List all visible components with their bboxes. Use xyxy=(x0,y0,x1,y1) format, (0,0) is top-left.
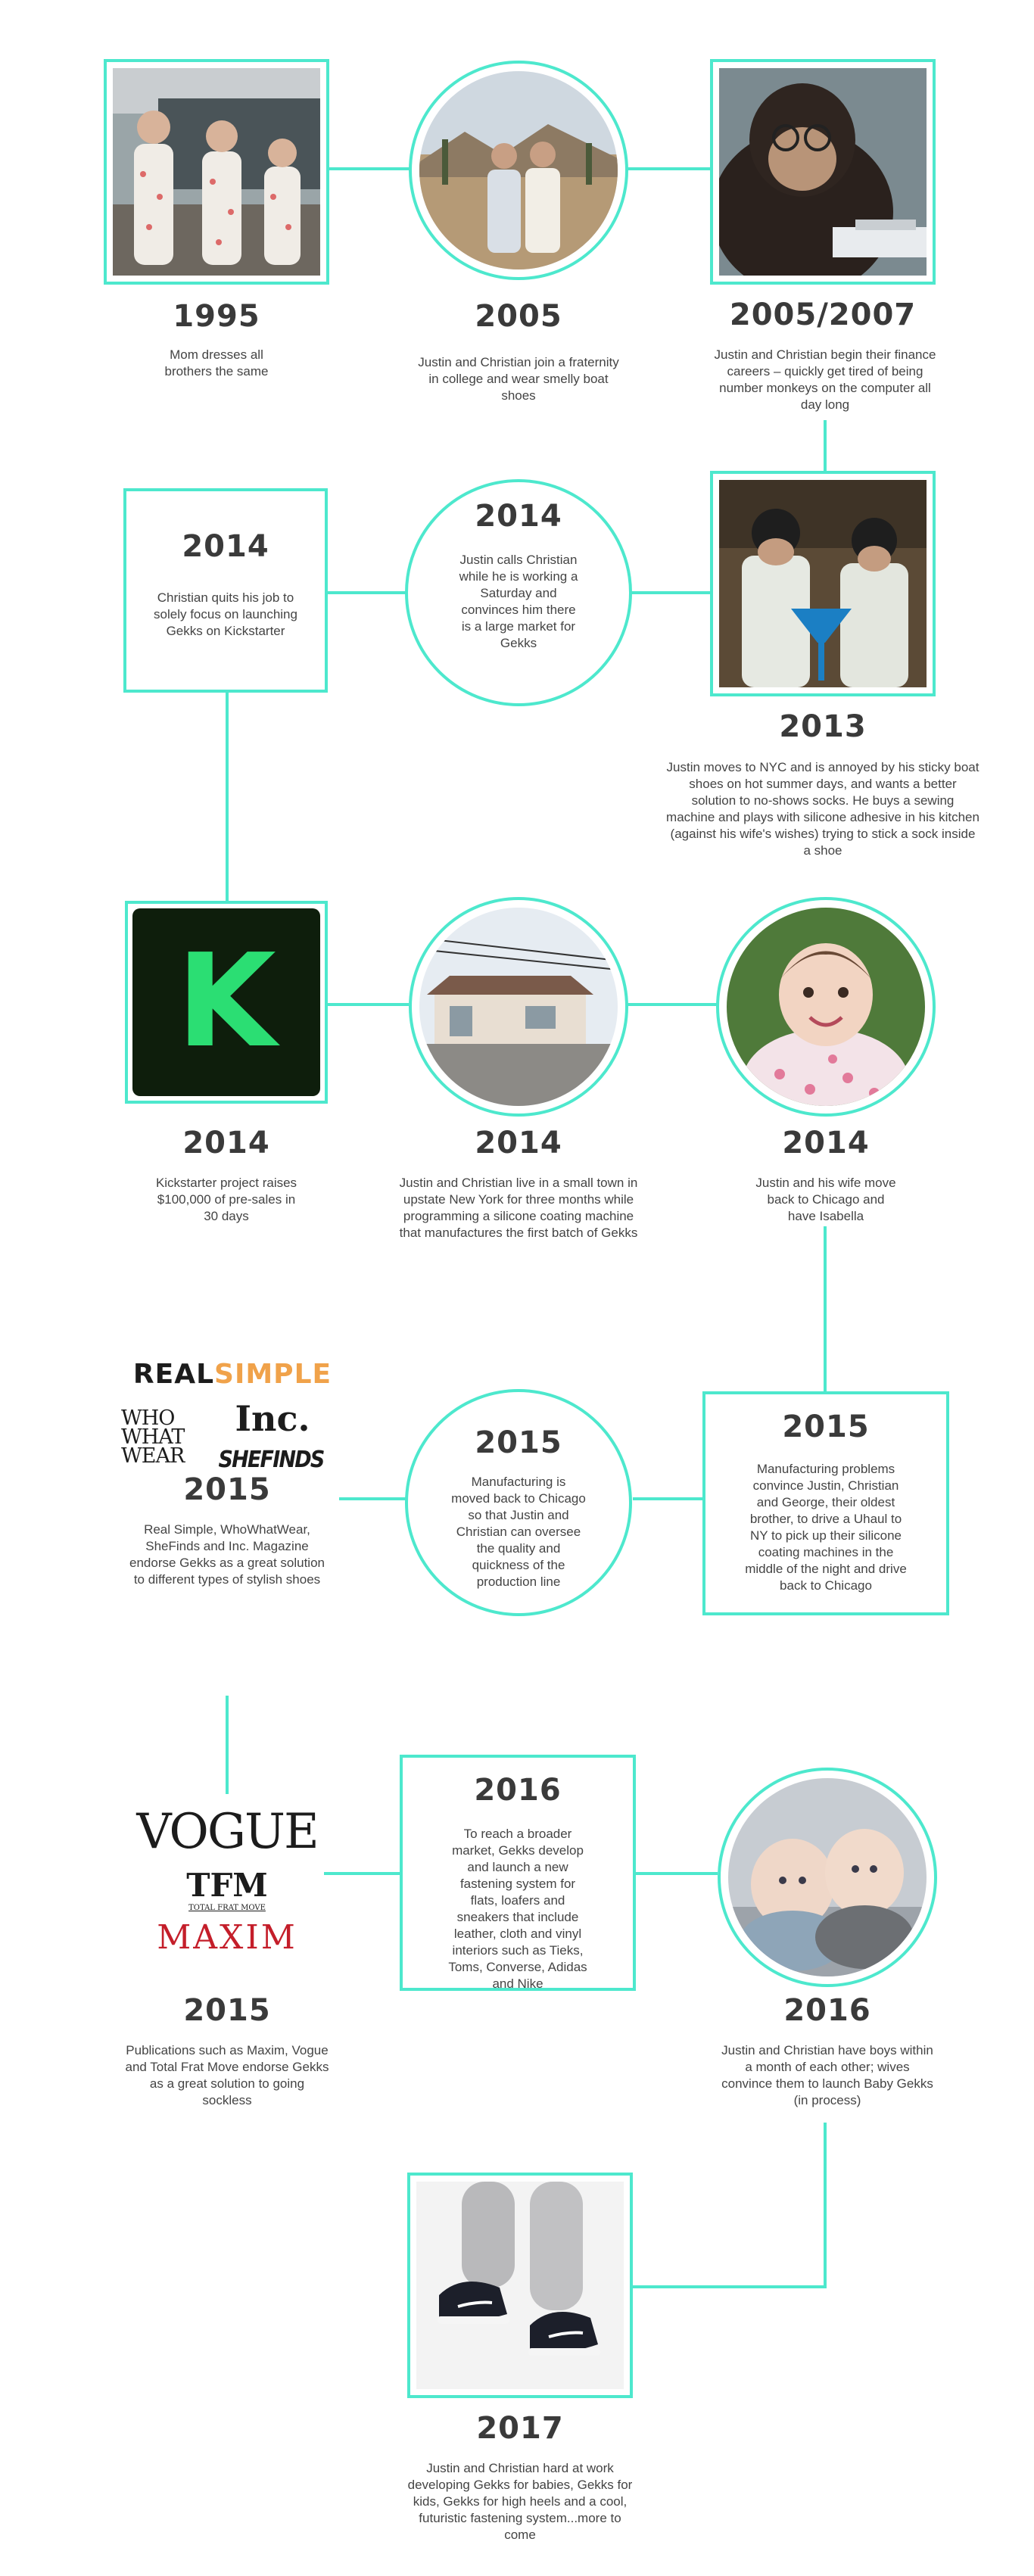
event-description: Justin moves to NYC and is annoyed by hi… xyxy=(666,760,979,858)
event-2017-frame xyxy=(407,2173,633,2398)
connector-line xyxy=(329,167,416,170)
event-description: Manufacturing problems convince Justin, … xyxy=(745,1462,907,1593)
connector-line xyxy=(636,1872,718,1875)
lab-photo xyxy=(719,480,927,687)
connector-line xyxy=(633,1497,702,1500)
event-2016-babies-frame xyxy=(718,1768,937,1987)
connector-line xyxy=(824,420,827,475)
realsimple-real: REAL xyxy=(132,1359,215,1390)
event-description: Mom dresses all brothers the same xyxy=(164,347,269,378)
event-year: 1995 xyxy=(173,299,260,334)
event-description: Justin and Christian live in a small tow… xyxy=(399,1176,638,1240)
tfm-subtitle: TOTAL FRAT MOVE xyxy=(188,1904,266,1912)
kickstarter-k-letter: K xyxy=(176,927,276,1076)
event-year: 2015 xyxy=(183,1993,271,2028)
event-description: Kickstarter project raises $100,000 of p… xyxy=(155,1176,297,1223)
event-2015-manufacturing-circle: 2015 Manufacturing is moved back to Chic… xyxy=(405,1389,632,1616)
connector-line xyxy=(226,1696,229,1794)
chimp-computer-photo xyxy=(719,68,927,276)
baby-isabella-photo xyxy=(727,908,925,1106)
event-description: Justin and Christian join a fraternity i… xyxy=(418,355,619,403)
event-2014-call-circle: 2014 Justin calls Christian while he is … xyxy=(405,479,632,706)
realsimple-logo: REALSIMPLE xyxy=(130,1359,335,1390)
connector-line xyxy=(625,591,710,594)
event-description: Justin and his wife move back to Chicago… xyxy=(755,1176,896,1223)
event-2014-baby-frame xyxy=(716,897,936,1117)
event-year: 2015 xyxy=(782,1409,870,1444)
event-year: 2017 xyxy=(476,2411,564,2446)
event-year: 2013 xyxy=(779,709,867,744)
inc-logo: Inc. xyxy=(235,1398,310,1439)
event-description: Justin calls Christian while he is worki… xyxy=(459,553,578,650)
event-description: Manufacturing is moved back to Chicago s… xyxy=(451,1475,586,1589)
three-brothers-photo xyxy=(113,68,320,276)
event-description: Justin and Christian hard at work develo… xyxy=(407,2461,633,2542)
two-babies-photo xyxy=(728,1778,927,1976)
event-description: Justin and Christian have boys within a … xyxy=(721,2043,933,2107)
event-year: 2014 xyxy=(475,1126,562,1160)
maxim-logo: MAXIM xyxy=(157,1918,297,1957)
connector-line xyxy=(824,2123,827,2287)
event-2014-quit-box: 2014 Christian quits his job to solely f… xyxy=(123,488,328,693)
press-logos-2016: VOGUE TFM TOTAL FRAT MOVE MAXIM xyxy=(129,1805,325,1964)
event-description: Publications such as Maxim, Vogue and To… xyxy=(125,2043,329,2107)
event-year: 2005 xyxy=(475,299,562,334)
connector-line xyxy=(226,693,229,905)
event-year: 2016 xyxy=(474,1773,562,1808)
event-2005-2007-frame xyxy=(710,59,936,285)
event-2014-kickstarter-frame: K xyxy=(125,901,328,1104)
event-2016-fastening-box: 2016 To reach a broader market, Gekks de… xyxy=(400,1755,636,1991)
event-2014-factory-frame xyxy=(409,897,628,1117)
baby-sneakers-photo xyxy=(416,2182,624,2389)
connector-line xyxy=(327,1003,409,1006)
event-description: To reach a broader market, Gekks develop… xyxy=(448,1827,587,1991)
whowhatwear-logo: WHO WHAT WEAR xyxy=(121,1406,204,1468)
brothers-desert-photo xyxy=(419,71,618,269)
connector-line xyxy=(339,1497,407,1500)
event-description: Real Simple, WhoWhatWear, SheFinds and I… xyxy=(129,1522,325,1587)
vogue-logo: VOGUE xyxy=(136,1804,319,1860)
realsimple-simple: SIMPLE xyxy=(214,1359,332,1390)
event-year: 2015 xyxy=(183,1472,271,1507)
tfm-logo: TFM xyxy=(186,1867,268,1904)
event-2013-frame xyxy=(710,471,936,696)
whowhatwear-line1: WHO xyxy=(121,1406,175,1430)
event-year: 2014 xyxy=(182,1126,270,1160)
event-description: Christian quits his job to solely focus … xyxy=(154,590,297,638)
connector-line xyxy=(633,2285,827,2288)
press-logos-2015: REALSIMPLE WHO WHAT WEAR Inc. SHEFINDS xyxy=(121,1359,333,1495)
whowhatwear-line2: WHAT xyxy=(121,1425,185,1449)
event-1995-frame xyxy=(104,59,329,285)
event-2005-frame xyxy=(409,61,628,280)
connector-line xyxy=(824,1226,827,1391)
event-year: 2014 xyxy=(182,529,269,564)
event-year: 2005/2007 xyxy=(729,297,917,332)
event-year: 2014 xyxy=(782,1126,870,1160)
whowhatwear-line3: WEAR xyxy=(121,1444,185,1468)
event-description: Justin and Christian begin their finance… xyxy=(714,347,936,412)
event-year: 2014 xyxy=(475,499,562,534)
event-2015-uhaul-box: 2015 Manufacturing problems convince Jus… xyxy=(702,1391,949,1615)
connector-line xyxy=(625,167,710,170)
event-year: 2016 xyxy=(783,1993,871,2028)
factory-building-photo xyxy=(419,908,618,1106)
connector-line xyxy=(324,1872,400,1875)
connector-line xyxy=(327,591,409,594)
connector-line xyxy=(625,1003,718,1006)
event-year: 2015 xyxy=(475,1425,562,1460)
shefinds-logo: SHEFINDS xyxy=(218,1447,325,1473)
kickstarter-logo: K xyxy=(132,908,320,1096)
